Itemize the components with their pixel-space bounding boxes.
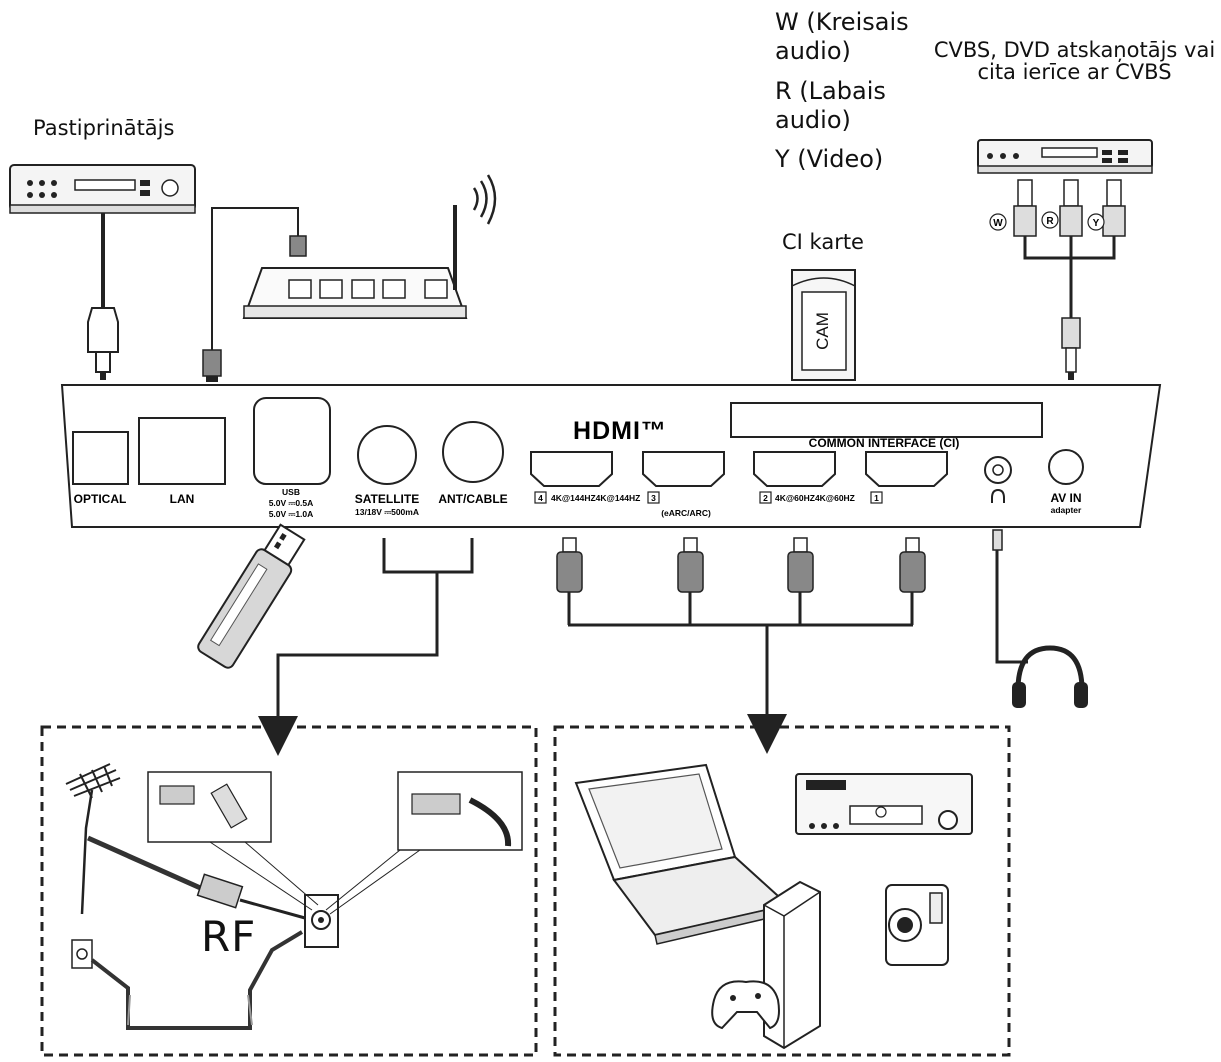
usb-port[interactable] <box>253 397 331 485</box>
hdmi-1-number: 1 <box>874 493 879 503</box>
av-in-adapter: adapter <box>1051 505 1082 515</box>
hdmi-port-3[interactable] <box>642 451 725 487</box>
hdmi-group1-spec: 4K@144HZ4K@144HZ <box>551 493 640 503</box>
antenna-rf-illustration <box>65 763 523 1030</box>
lan-port[interactable] <box>138 417 226 485</box>
headphone-port-icon <box>991 488 1005 503</box>
hdmi-cables <box>556 537 926 716</box>
cvbs-line-1: CVBS, DVD atskaņotājs vai <box>933 38 1216 62</box>
router-device <box>242 174 497 319</box>
ci-slot-label: COMMON INTERFACE (CI) <box>809 436 960 450</box>
lan-plug-router <box>289 235 307 257</box>
rf-label: RF <box>201 912 257 961</box>
lan-cable <box>211 207 299 350</box>
audio-left-line-2: audio) <box>775 36 851 65</box>
audio-right-label: R (Labais audio) <box>775 77 886 135</box>
dvd-player-icon <box>795 773 973 835</box>
hdmi-port-4[interactable] <box>530 451 613 487</box>
lan-plug-tv <box>202 349 222 382</box>
hdmi-port-2[interactable] <box>753 451 836 487</box>
hdmi-logo: HDMI™ <box>573 417 667 445</box>
cvbs-line-2: cita ierīce ar CVBS <box>977 60 1172 85</box>
audio-left-line-1: W (Kreisais <box>775 8 909 36</box>
hdmi-arrow <box>747 714 787 754</box>
rca-plugs <box>989 179 1126 380</box>
ci-card-label: CI karte <box>782 230 864 254</box>
amplifier-device <box>9 164 196 214</box>
ci-card <box>791 269 856 381</box>
satellite-port-label: SATELLITE <box>355 492 419 506</box>
audio-right-line-2: audio) <box>775 105 851 134</box>
usb-spec-2: 5.0V ⎓1.0A <box>269 509 314 519</box>
ant-cable-port-label: ANT/CABLE <box>438 492 507 506</box>
optical-port-label: OPTICAL <box>74 492 127 506</box>
camcorder-icon <box>885 884 949 966</box>
av-in-label: AV IN <box>1050 491 1081 505</box>
audio-left-label: W (Kreisais audio) <box>775 8 909 66</box>
amplifier-label: Pastiprinātājs <box>33 116 175 140</box>
cvbs-label: CVBS, DVD atskaņotājs vai cita ierīce ar… <box>928 38 1221 85</box>
audio-right-line-1: R (Labais <box>775 77 886 105</box>
hdmi-3-number: 3 <box>651 493 656 503</box>
rca-label-r: R <box>1046 216 1054 227</box>
antenna-connector-line <box>276 538 474 720</box>
earc-label: (eARC/ARC) <box>661 508 711 518</box>
rca-label-w: W <box>993 218 1003 229</box>
usb-port-label: USB <box>282 487 300 497</box>
hdmi-group2-spec: 4K@60HZ4K@60HZ <box>775 493 855 503</box>
hdmi-2-number: 2 <box>763 493 768 503</box>
optical-port[interactable] <box>72 431 129 485</box>
lan-port-label: LAN <box>170 492 195 506</box>
game-console-icon <box>711 880 821 1050</box>
av-in-port[interactable] <box>1048 449 1084 485</box>
cam-label: CAM <box>813 312 832 350</box>
ant-cable-port[interactable] <box>442 421 504 483</box>
hdmi-devices-box <box>553 725 1011 1057</box>
video-label: Y (Video) <box>775 145 884 173</box>
hdmi-4-number: 4 <box>538 493 543 503</box>
hdmi-port-1[interactable] <box>865 451 948 487</box>
usb-spec-1: 5.0V ⎓0.5A <box>269 498 314 508</box>
antenna-arrow <box>258 716 298 756</box>
laptop-icon <box>574 763 791 945</box>
antenna-box <box>40 725 538 1057</box>
usb-stick <box>197 523 306 669</box>
ci-slot[interactable] <box>730 402 1043 438</box>
satellite-spec: 13/18V ⎓500mA <box>355 507 419 517</box>
dvd-device <box>977 139 1153 174</box>
optical-plug <box>87 307 119 380</box>
headphones <box>992 529 1088 708</box>
satellite-port[interactable] <box>357 425 417 485</box>
rca-label-y: Y <box>1093 218 1100 229</box>
